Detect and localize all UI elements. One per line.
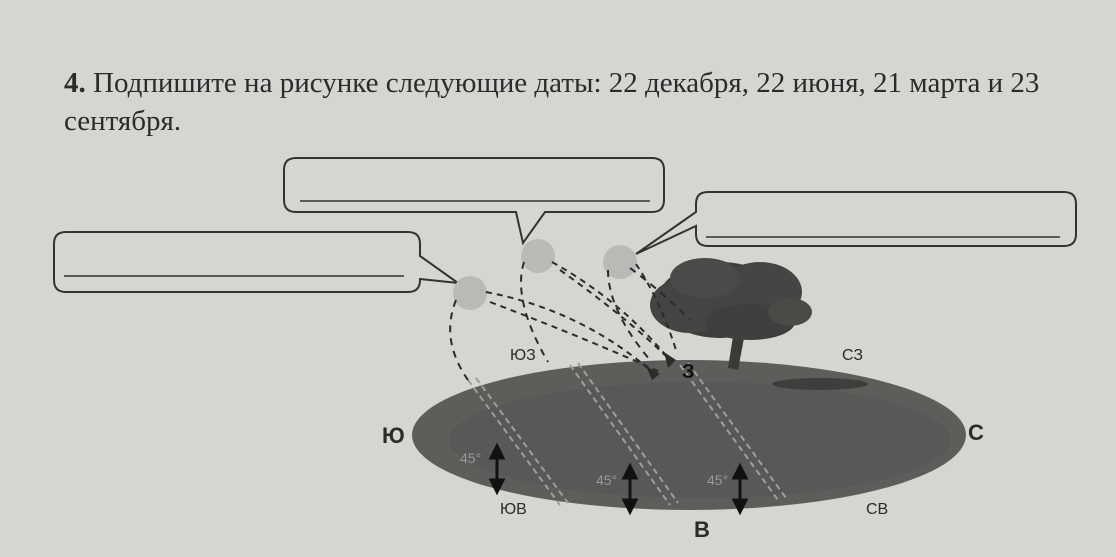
- sun-rays: [485, 261, 677, 373]
- direction-west: З: [682, 361, 695, 383]
- direction-south: Ю: [382, 423, 405, 448]
- task-instruction: Подпишите на рисунке следующие даты: 22 …: [64, 67, 1040, 137]
- task-number: 4.: [64, 67, 86, 99]
- direction-southeast: ЮВ: [500, 501, 527, 518]
- angle-marker-center: [621, 462, 639, 516]
- angle-marker-left: [488, 442, 506, 496]
- answer-callout-top[interactable]: [283, 157, 665, 246]
- horizon-plane-shade: [450, 382, 950, 498]
- angle-marker-right: [731, 462, 749, 516]
- task-text: 4. Подпишите на рисунке следующие даты: …: [64, 64, 1074, 140]
- sun-beam-stripes: [467, 362, 787, 506]
- ray-arrowhead: [664, 352, 676, 368]
- sun-path-arcs: [449, 261, 691, 381]
- angle-label-left: 45°: [460, 450, 481, 466]
- answer-callout-left[interactable]: [53, 231, 462, 293]
- direction-east: В: [694, 517, 710, 542]
- direction-northeast: СВ: [866, 501, 888, 518]
- direction-southwest: ЮЗ: [510, 347, 536, 364]
- sun-left-icon: [453, 276, 487, 310]
- angle-label-center: 45°: [596, 472, 617, 488]
- ray-arrowhead: [646, 366, 660, 380]
- direction-north: С: [968, 420, 984, 445]
- sun-right-icon: [603, 245, 637, 279]
- sun-top-icon: [521, 239, 555, 273]
- angle-label-right: 45°: [707, 472, 728, 488]
- direction-northwest: СЗ: [842, 347, 863, 364]
- answer-callout-right[interactable]: [635, 191, 1077, 255]
